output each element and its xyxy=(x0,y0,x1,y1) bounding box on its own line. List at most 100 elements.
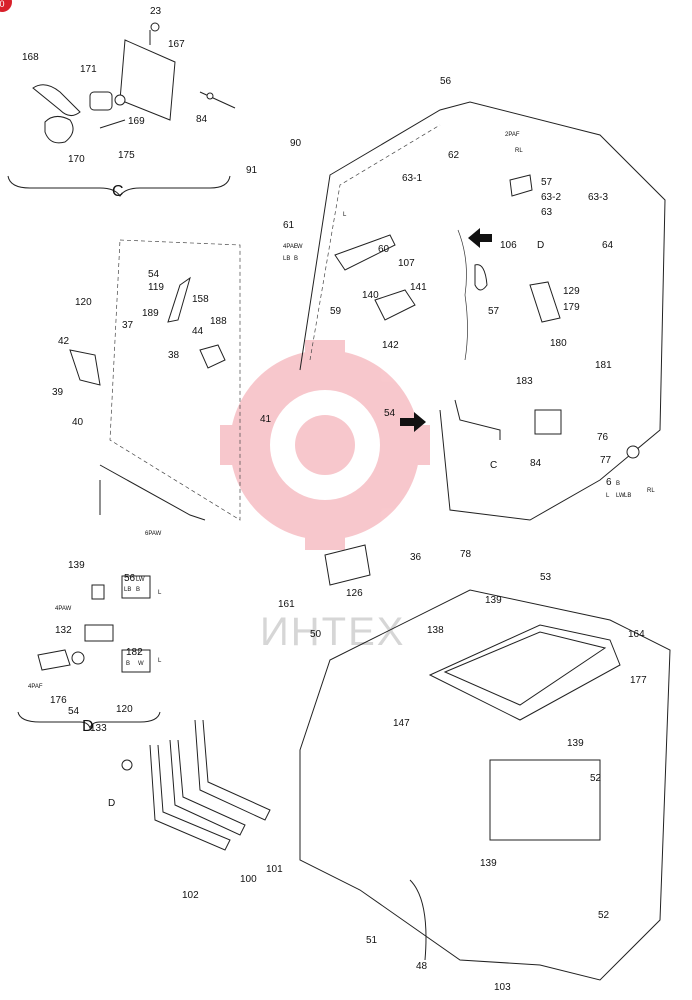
callout-label: 60 xyxy=(378,244,390,255)
callout-label: 176 xyxy=(50,695,67,706)
callout-label: LW xyxy=(616,493,625,499)
callout-label: 56 xyxy=(124,573,136,584)
callout-label: 36 xyxy=(410,552,422,563)
arrow-d-icon xyxy=(468,228,492,248)
callout-label: 161 xyxy=(278,599,295,610)
callout-label: 140 xyxy=(362,290,379,301)
callout-label: 90 xyxy=(290,138,302,149)
callout-label: 107 xyxy=(398,258,415,269)
callout-label: L xyxy=(158,658,162,664)
callout-label: LB xyxy=(124,587,131,593)
callout-label: B xyxy=(136,587,140,593)
window-seals-group xyxy=(121,719,271,851)
callout-label: 64 xyxy=(602,240,614,251)
callout-label: 63 xyxy=(541,207,553,218)
callout-label: 132 xyxy=(55,625,72,636)
callout-label: 52 xyxy=(590,773,602,784)
callout-label: 50 xyxy=(310,629,322,640)
callout-label: 170 xyxy=(68,154,85,165)
callout-label: 139 xyxy=(480,858,497,869)
detail-d-group xyxy=(17,575,161,730)
callout-label: 4PAF xyxy=(283,244,298,250)
callout-label: 169 xyxy=(128,116,145,127)
callout-label: 56 xyxy=(440,76,452,87)
callout-label: 103 xyxy=(494,982,511,993)
callout-label: 180 xyxy=(550,338,567,349)
cab-body-group xyxy=(299,544,671,981)
callout-label: L xyxy=(138,651,142,657)
callout-label: 4PAW xyxy=(55,606,72,612)
callout-label: 62 xyxy=(448,150,460,161)
callout-label: 77 xyxy=(600,455,612,466)
callout-label: 2PAF xyxy=(505,132,520,138)
callout-label: 126 xyxy=(346,588,363,599)
corner-badge: 0 xyxy=(0,0,12,12)
callout-label: 139 xyxy=(485,595,502,606)
callout-label: LB xyxy=(283,256,290,262)
callout-label: 101 xyxy=(266,864,283,875)
callout-label: 189 xyxy=(142,308,159,319)
callout-label: 51 xyxy=(366,935,378,946)
arrow-c-icon xyxy=(400,412,426,432)
callout-label: 38 xyxy=(168,350,180,361)
callout-label: 138 xyxy=(427,625,444,636)
callout-label: LW xyxy=(294,244,303,250)
callout-label: 41 xyxy=(260,414,272,425)
callout-label: 54 xyxy=(68,706,80,717)
detail-c-group xyxy=(7,22,236,197)
callout-label: 6 xyxy=(606,477,612,488)
callout-label: RL xyxy=(647,488,655,494)
cab-frame-group xyxy=(299,101,666,521)
section-d-label: D xyxy=(82,718,94,735)
callout-label: 44 xyxy=(192,326,204,337)
callout-label: 23 xyxy=(150,6,162,17)
callout-label: 57 xyxy=(541,177,553,188)
callout-label: 181 xyxy=(595,360,612,371)
callout-label: 91 xyxy=(246,165,258,176)
callout-label: 63-3 xyxy=(588,192,608,203)
callout-label: 84 xyxy=(196,114,208,125)
callout-label: 129 xyxy=(563,286,580,297)
callout-label: 188 xyxy=(210,316,227,327)
callout-label: L xyxy=(343,212,347,218)
callout-label: 142 xyxy=(382,340,399,351)
callout-label: 179 xyxy=(563,302,580,313)
callout-label: 171 xyxy=(80,64,97,75)
callout-label: 141 xyxy=(410,282,427,293)
left-frame-group xyxy=(69,239,241,521)
callout-label: B xyxy=(126,661,130,667)
callout-label: 175 xyxy=(118,150,135,161)
callout-label: 52 xyxy=(598,910,610,921)
callout-label: 168 xyxy=(22,52,39,63)
callout-label: 102 xyxy=(182,890,199,901)
section-c-label: C xyxy=(112,183,124,200)
callout-label: 167 xyxy=(168,39,185,50)
callout-label: 42 xyxy=(58,336,70,347)
callout-label: 63-2 xyxy=(541,192,561,203)
callout-label: 57 xyxy=(488,306,500,317)
callout-label: 53 xyxy=(540,572,552,583)
watermark-text: ИНТЕХ xyxy=(260,610,405,654)
callout-label: 106 xyxy=(500,240,517,251)
callout-label: B xyxy=(616,481,620,487)
callout-label: W xyxy=(138,661,144,667)
callout-label: 158 xyxy=(192,294,209,305)
callout-label: C xyxy=(490,460,497,471)
watermark-gear-logo xyxy=(220,340,430,550)
callout-label: 139 xyxy=(567,738,584,749)
callout-label: 6PAW xyxy=(145,531,162,537)
callout-label: 54 xyxy=(148,269,160,280)
callout-label: LW xyxy=(136,577,145,583)
callout-label: 61 xyxy=(283,220,295,231)
callout-label: 48 xyxy=(416,961,428,972)
callout-label: 119 xyxy=(148,282,164,293)
callout-label: 139 xyxy=(68,560,85,571)
callout-label: 76 xyxy=(597,432,609,443)
callout-label: 78 xyxy=(460,549,472,560)
callout-label: 4PAF xyxy=(28,684,43,690)
callout-label: 164 xyxy=(628,629,645,640)
callout-label: 120 xyxy=(116,704,133,715)
callout-label: 37 xyxy=(122,320,134,331)
